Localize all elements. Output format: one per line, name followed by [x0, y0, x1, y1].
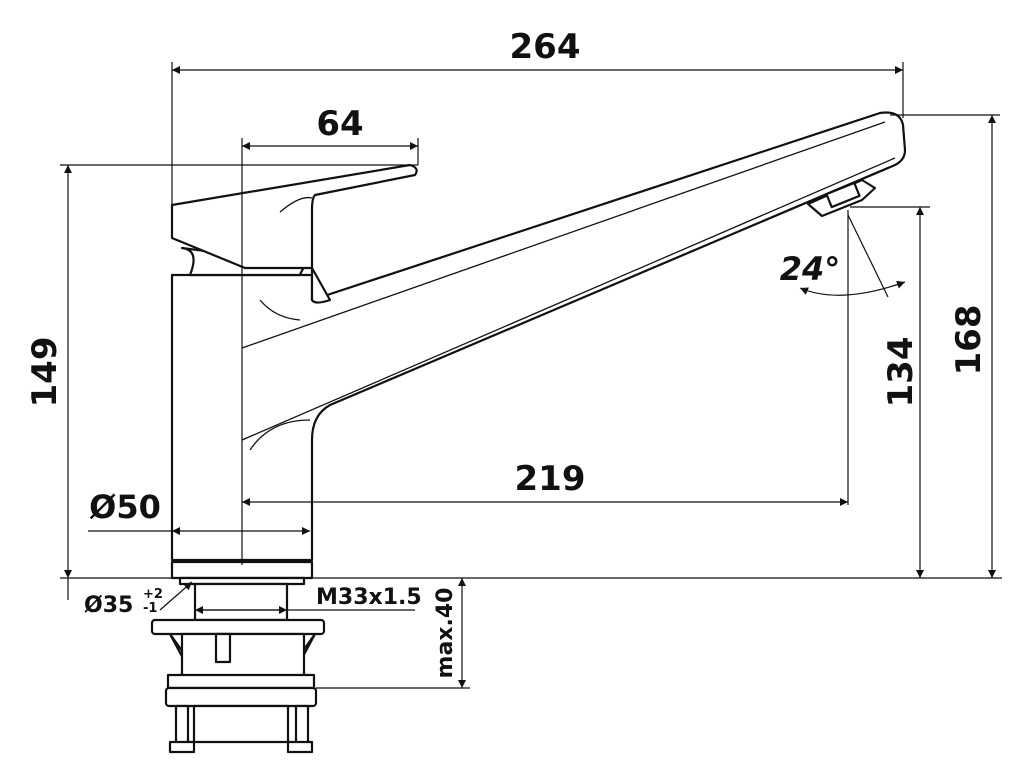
thread-label: M33x1.5 — [316, 585, 422, 610]
fixing-assembly — [150, 582, 326, 754]
dim-264: 264 — [510, 27, 581, 67]
dim-angle-24: 24° — [780, 250, 841, 288]
dim-diameter-50: Ø50 — [89, 488, 161, 526]
tolerance-plus: +2 — [143, 587, 163, 602]
dimension-lines — [60, 62, 1002, 689]
dim-diameter-35: Ø35 — [84, 593, 133, 618]
lever — [170, 163, 418, 304]
tolerance-minus: -1 — [143, 601, 157, 616]
dim-168: 168 — [949, 305, 989, 376]
dim-219: 219 — [515, 459, 586, 499]
dim-64: 64 — [316, 104, 363, 144]
dim-149: 149 — [25, 337, 65, 408]
max-thickness-label: max.40 — [433, 588, 458, 679]
dim-134: 134 — [881, 337, 921, 408]
